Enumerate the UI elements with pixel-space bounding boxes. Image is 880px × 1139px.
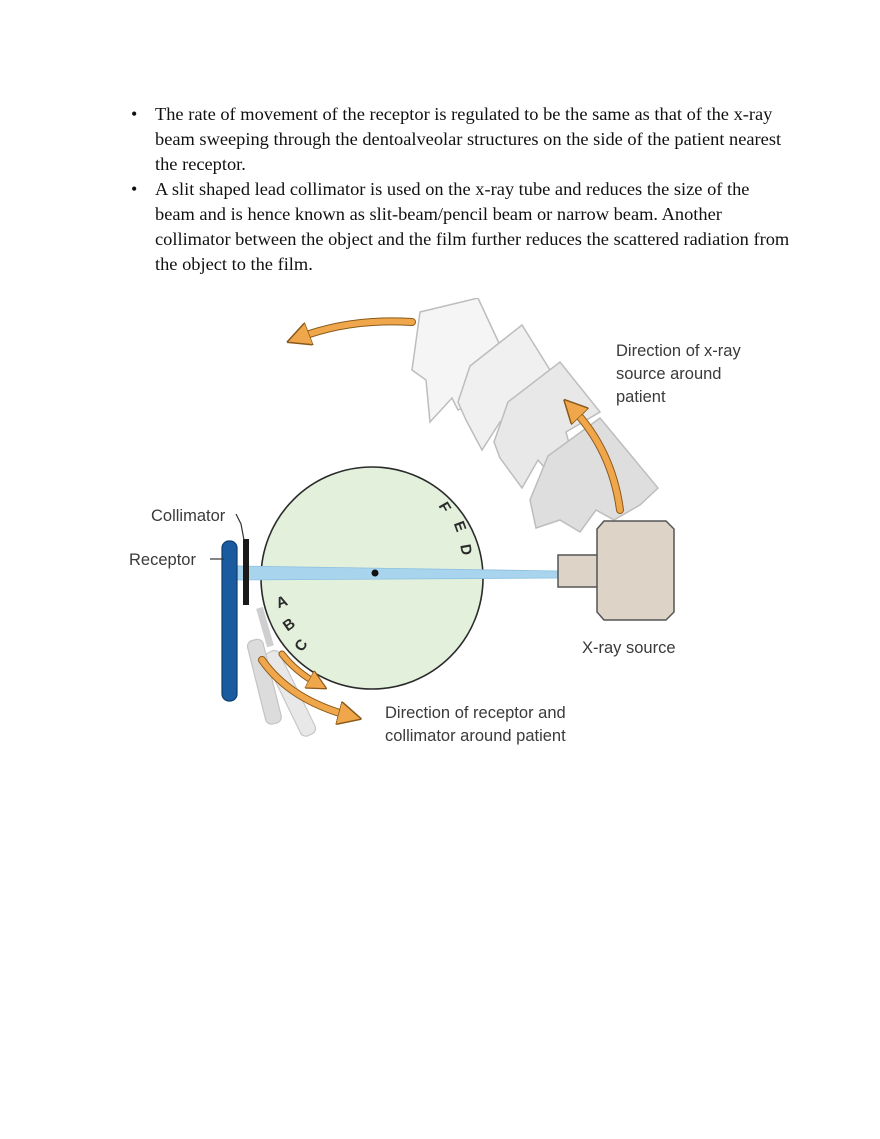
collimator-label: Collimator bbox=[151, 507, 226, 525]
receptor-label: Receptor bbox=[129, 551, 196, 569]
xray-source bbox=[557, 520, 675, 621]
receptor-direction-arrow-fill bbox=[259, 657, 350, 716]
receptor-direction-label-line: collimator around patient bbox=[385, 727, 566, 745]
xray-source-label: X-ray source bbox=[582, 639, 676, 657]
xray-direction-label-line: source around bbox=[616, 365, 722, 383]
bullet-list: The rate of movement of the receptor is … bbox=[131, 102, 791, 277]
top-rotation-arrow-fill bbox=[298, 318, 415, 338]
ghost-receptor-2 bbox=[246, 638, 282, 725]
letter-d: D bbox=[456, 543, 475, 557]
receptor-direction-label-line: Direction of receptor and bbox=[385, 704, 566, 722]
receptor bbox=[221, 540, 238, 702]
ghost-collimator-1 bbox=[256, 606, 274, 648]
receptor-direction-arrow-small-fill bbox=[279, 651, 318, 684]
xray-direction-label-line: Direction of x-ray bbox=[616, 342, 741, 360]
collimator-leader-line bbox=[235, 513, 245, 541]
receptor-direction-label: Direction of receptor and collimator aro… bbox=[385, 704, 570, 745]
xray-direction-label: Direction of x-ray source around patient bbox=[616, 342, 745, 406]
bullet-item: The rate of movement of the receptor is … bbox=[131, 102, 791, 177]
source-direction-arrow-fill bbox=[572, 408, 623, 513]
panoramic-diagram: A B C F E D Direction of x-ray source ar… bbox=[129, 298, 745, 745]
xray-beam bbox=[236, 565, 561, 581]
ghost-source-positions bbox=[411, 298, 660, 533]
collimator bbox=[243, 539, 249, 605]
xray-direction-label-line: patient bbox=[616, 388, 666, 406]
ghost-source-4 bbox=[529, 416, 660, 533]
xray-source-nozzle bbox=[557, 554, 599, 588]
ghost-source-1 bbox=[411, 298, 506, 424]
xray-source-body bbox=[596, 520, 675, 621]
rotation-center-dot bbox=[371, 569, 379, 577]
bullet-item: A slit shaped lead collimator is used on… bbox=[131, 177, 791, 277]
